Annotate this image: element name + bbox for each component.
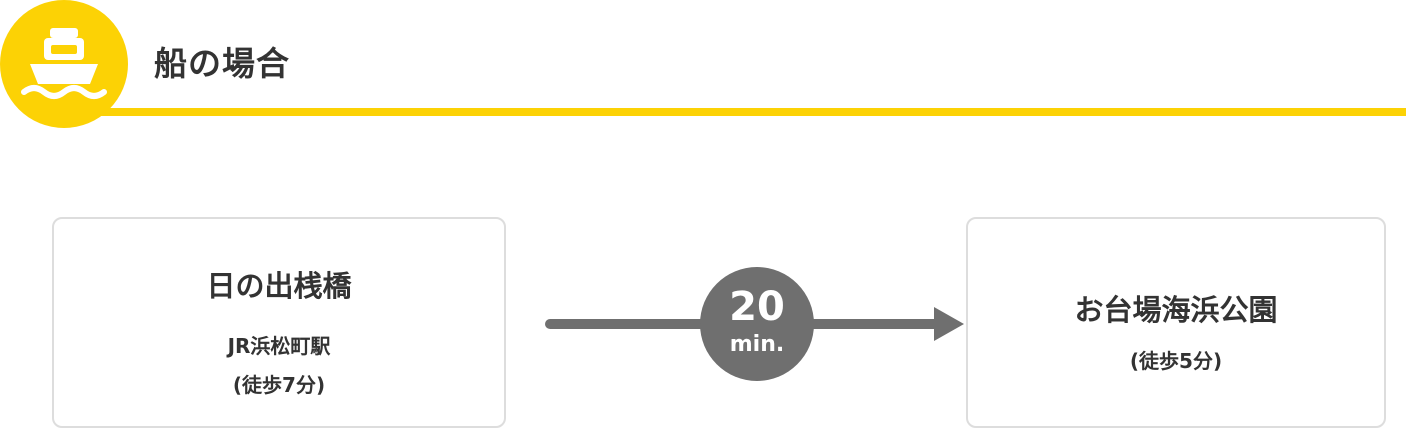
departure-walk-time: (徒歩7分) [232, 373, 326, 397]
arrow-right-icon [934, 307, 964, 341]
header-divider [100, 108, 1406, 116]
arrival-card: お台場海浜公園 (徒歩5分) [966, 217, 1386, 428]
page-title: 船の場合 [154, 44, 290, 83]
header-icon-badge [0, 0, 128, 128]
duration-badge: 20 min. [700, 267, 814, 381]
departure-station: JR浜松町駅 [227, 334, 331, 358]
arrival-walk-time: (徒歩5分) [1129, 349, 1223, 373]
ship-icon [21, 28, 107, 99]
departure-name: 日の出桟橋 [206, 269, 352, 303]
departure-card: 日の出桟橋 JR浜松町駅 (徒歩7分) [52, 217, 506, 428]
duration-value: 20 [729, 284, 785, 330]
duration-unit: min. [729, 332, 785, 357]
arrival-name: お台場海浜公園 [1074, 293, 1278, 327]
